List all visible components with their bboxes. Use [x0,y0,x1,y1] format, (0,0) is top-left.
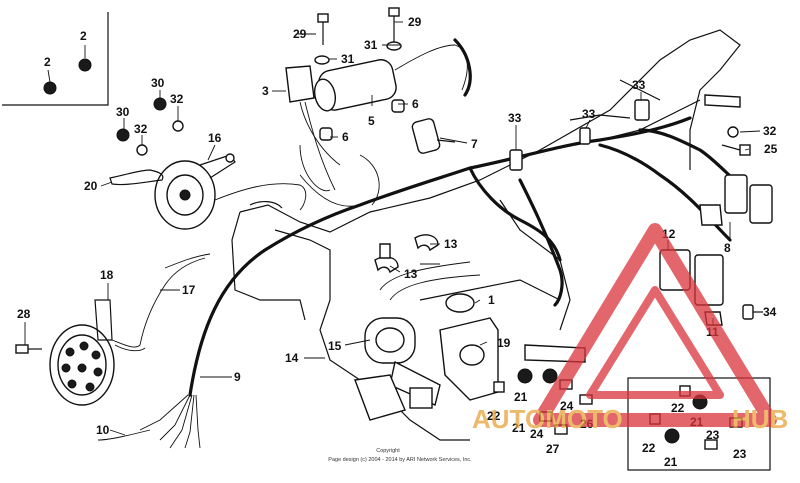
part-6-cap-b [319,127,333,141]
watermark-inner-triangle-icon [586,286,724,399]
watermark-triangle-icon [533,223,777,427]
callout-1: 1 [488,293,495,307]
switch-base-plate [354,374,406,421]
callout-3: 3 [262,84,269,98]
callout-5: 5 [368,114,375,128]
part-13-clamp-a [414,234,439,252]
callout-32-a: 32 [170,92,184,106]
callout-13-b: 13 [404,267,418,281]
callout-6-a: 6 [412,97,419,111]
part-21-nut-b [542,368,558,384]
callout-21-b: 21 [512,421,526,435]
part-5-ignition-coil [313,38,472,112]
part-23-bolt-b [704,439,718,450]
watermark-logo: AUTOMOTO HUB [472,223,788,434]
part-31-washer-a [314,55,330,65]
leader-lines [24,21,761,436]
callout-7: 7 [471,137,478,151]
part-22-collar-a [493,381,505,393]
part-13-clamp-c [379,243,391,259]
part-3-bracket [285,65,341,191]
part-20-bracket [109,169,164,186]
part-8-relay-a [724,174,748,214]
part-32-washer-a [172,120,184,132]
callout-20: 20 [84,179,98,193]
part-2-nut-b [78,58,92,72]
part-21-nut-c [664,428,680,444]
part-21-nut-a [517,368,533,384]
callout-30-b: 30 [116,105,130,119]
part-33-connector-b [579,127,591,145]
callout-10: 10 [96,423,110,437]
callout-2-a: 2 [80,29,87,43]
part-13-clamp-b [374,256,399,274]
callout-8: 8 [724,241,731,255]
callout-31-a: 31 [341,52,355,66]
callout-25: 25 [764,142,778,156]
callout-24-a: 24 [560,399,574,413]
callout-29-b: 29 [408,15,422,29]
callout-24-b: 24 [530,427,544,441]
part-15-ignition-switch [364,317,441,409]
callout-15: 15 [328,339,342,353]
part-19-switch-bracket [439,317,499,401]
callout-33-a: 33 [508,111,522,125]
callout-16: 16 [208,131,222,145]
callout-32-c: 32 [763,124,777,138]
copyright-line-2: Page design (c) 2004 - 2014 by ARI Netwo… [328,457,472,463]
bracket-top-right [704,94,741,108]
callout-9: 9 [234,370,241,384]
part-1-grommet [445,293,475,313]
callout-21-a: 21 [514,390,528,404]
part-30-nut-b [116,128,130,142]
callout-31-b: 31 [364,38,378,52]
callout-labels: 2 2 30 32 30 32 16 20 29 29 31 31 3 5 6 … [17,15,778,469]
callout-21-d: 21 [664,455,678,469]
part-8-relay-b [749,184,773,224]
part-16-horn [154,153,307,230]
part-32-washer-b [136,144,148,156]
copyright-line-1: Copyright [376,448,400,454]
callout-19: 19 [497,336,511,350]
callout-33-c: 33 [632,78,646,92]
harness-tail-wires [97,394,201,449]
main-harness [188,116,742,397]
callout-23-a: 23 [706,428,720,442]
callout-2-b: 2 [44,55,51,69]
watermark-text-automoto: AUTOMOTO [472,404,623,434]
part-6-cap-a [391,99,405,113]
part-17-wire [164,253,211,269]
part-31-washer-b [386,41,402,51]
callout-34: 34 [763,305,777,319]
callout-22-b: 22 [671,401,685,415]
part-29-bolt-b [388,7,400,42]
callout-13-a: 13 [444,237,458,251]
callout-14: 14 [285,351,299,365]
part-18-horn [49,257,206,406]
callout-32-b: 32 [134,122,148,136]
part-8-connector [699,204,723,226]
callout-28: 28 [17,307,31,321]
part-30-nut-a [153,97,167,111]
callout-6-b: 6 [342,130,349,144]
callout-18: 18 [100,268,114,282]
callout-22-a: 22 [487,409,501,423]
callout-22-c: 22 [642,441,656,455]
callout-27: 27 [546,442,560,456]
part-32-washer-c [727,126,739,138]
watermark-text-hub: HUB [732,404,788,434]
part-28-bolt [15,344,42,354]
callout-29-a: 29 [293,27,307,41]
part-33-connector-a [509,149,523,171]
callout-30-a: 30 [151,76,165,90]
part-7-plug-cap [411,118,456,154]
callout-17: 17 [182,283,196,297]
part-29-bolt-a [317,13,329,45]
inset-box-top-left [2,12,109,106]
part-33-connector-c [634,99,650,121]
callout-23-b: 23 [733,447,747,461]
part-2-nut-a [43,81,57,95]
callout-33-b: 33 [582,107,596,121]
